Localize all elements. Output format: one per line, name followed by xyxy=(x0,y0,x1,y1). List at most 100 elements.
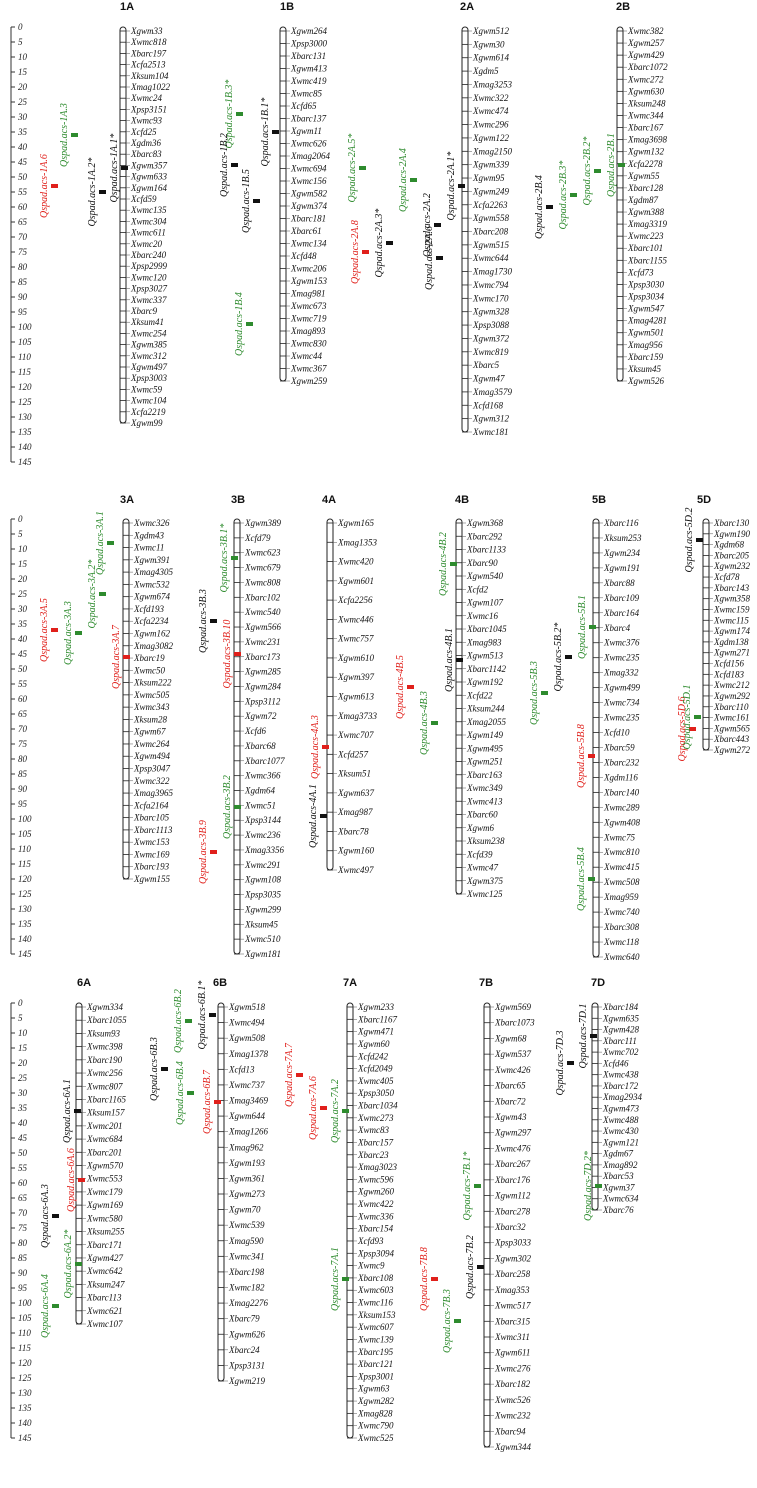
marker-label: Xwmc322 xyxy=(472,93,509,103)
marker-label: Xbarc315 xyxy=(494,1316,531,1326)
marker-label: Xgwm357 xyxy=(130,160,168,170)
marker-label: Xwmc24 xyxy=(130,93,162,103)
marker-label: Xcfd13 xyxy=(228,1064,255,1074)
qtl-bar xyxy=(410,178,417,182)
marker-label: Xwmc446 xyxy=(337,614,374,624)
qtl-bar xyxy=(588,877,595,881)
marker-label: Xwmc212 xyxy=(713,680,750,690)
chromosome-title: 1A xyxy=(120,1,134,13)
marker-label: Xgwm37 xyxy=(602,1182,635,1192)
marker-label: Xwmc673 xyxy=(290,301,327,311)
marker-label: Xwmc474 xyxy=(472,106,509,116)
marker-label: Xmag2064 xyxy=(290,151,330,161)
marker-label: Xbarc1034 xyxy=(357,1101,398,1111)
marker-label: Xwmc139 xyxy=(357,1334,394,1344)
marker-label: Xwmc719 xyxy=(290,314,327,324)
qtl-label: Qspad.acs-3A.2* xyxy=(87,560,98,629)
scale-tick-label: 145 xyxy=(18,457,32,467)
marker-label: Xcfd46 xyxy=(602,1058,629,1068)
qtl-bar xyxy=(78,1178,85,1182)
marker-label: Xksum153 xyxy=(357,1310,396,1320)
marker-label: Xmag4305 xyxy=(133,567,173,577)
scale-tick-label: 10 xyxy=(18,1028,28,1038)
marker-label: Xmag3082 xyxy=(133,641,173,651)
marker-label: Xwmc232 xyxy=(494,1411,531,1421)
marker-label: Xmag892 xyxy=(602,1160,638,1170)
marker-label: Xbarc201 xyxy=(86,1147,122,1157)
qtl-bar xyxy=(210,619,217,623)
marker-label: Xwmc819 xyxy=(472,347,509,357)
qtl-bar xyxy=(589,625,596,629)
marker-label: Xgwm192 xyxy=(466,677,504,687)
marker-label: Xwmc367 xyxy=(290,364,327,374)
marker-label: Xbarc131 xyxy=(290,51,326,61)
chromosome-1B: 1BXgwm264Xpsp3000Xbarc131Xgwm413Xwmc419X… xyxy=(219,1,330,386)
scale-tick-label: 55 xyxy=(18,1163,28,1173)
marker-label: Xgwm630 xyxy=(627,86,665,96)
scale-tick-label: 5 xyxy=(18,529,23,539)
marker-label: Xgwm299 xyxy=(244,904,282,914)
qtl-bar xyxy=(362,250,369,254)
marker-label: Xbarc159 xyxy=(627,352,664,362)
scale-tick-label: 125 xyxy=(18,1373,32,1383)
marker-label: Xbarc443 xyxy=(713,734,750,744)
chromosome-title: 7B xyxy=(479,977,493,989)
marker-label: Xwmc304 xyxy=(130,216,167,226)
marker-label: Xwmc135 xyxy=(130,205,167,215)
marker-label: Xgwm547 xyxy=(627,304,665,314)
marker-label: Xgwm297 xyxy=(494,1128,532,1138)
marker-label: Xgwm11 xyxy=(290,126,322,136)
marker-label: Xwmc107 xyxy=(86,1319,123,1329)
qtl-label: Qspad.acs-4A.1 xyxy=(308,784,319,848)
marker-label: Xwmc83 xyxy=(357,1125,389,1135)
qtl-label: Qspad.acs-5B.1 xyxy=(577,595,588,659)
marker-label: Xwmc182 xyxy=(228,1283,265,1293)
qtl-label: Qspad.acs-1B.3* xyxy=(224,80,235,149)
qtl-bar xyxy=(431,1277,438,1281)
scale-tick-label: 115 xyxy=(18,1343,31,1353)
chromosome-title: 1B xyxy=(280,1,294,13)
marker-label: Xgwm582 xyxy=(290,189,328,199)
marker-label: Xpsp3030 xyxy=(627,279,665,289)
qtl-label: Qspad.acs-5D.6 xyxy=(677,697,688,762)
marker-label: Xbarc130 xyxy=(713,518,750,528)
marker-label: Xwmc344 xyxy=(627,110,664,120)
qtl-label: Qspad.acs-2B.2* xyxy=(582,137,593,206)
marker-label: Xbarc116 xyxy=(603,518,639,528)
marker-label: Xwmc201 xyxy=(86,1121,123,1131)
chromosome-title: 4B xyxy=(455,494,469,506)
marker-label: Xwmc420 xyxy=(337,557,374,567)
qtl-label: Qspad.acs-4B.2 xyxy=(438,532,449,596)
marker-label: Xpsp3000 xyxy=(290,39,328,49)
marker-label: Xwmc276 xyxy=(494,1363,531,1373)
marker-label: Xgwm160 xyxy=(337,846,375,856)
marker-label: Xbarc1167 xyxy=(357,1014,397,1024)
marker-label: Xwmc510 xyxy=(244,934,281,944)
marker-label: Xcfd78 xyxy=(713,572,740,582)
marker-label: Xbarc9 xyxy=(130,306,158,316)
scale-tick-label: 80 xyxy=(18,1238,28,1248)
qtl-label: Qspad.acs-7A.1 xyxy=(330,1247,341,1311)
marker-label: Xcfa2164 xyxy=(133,800,169,810)
qtl-bar xyxy=(342,1109,349,1113)
marker-label: Xbarc94 xyxy=(494,1426,526,1436)
marker-label: Xgwm68 xyxy=(494,1033,527,1043)
marker-label: Xwmc621 xyxy=(86,1306,123,1316)
marker-label: Xwmc118 xyxy=(603,937,639,947)
qtl-label: Qspad.acs-1A.1* xyxy=(109,134,120,203)
marker-label: Xmag2276 xyxy=(228,1298,268,1308)
marker-label: Xwmc256 xyxy=(86,1068,123,1078)
chromosome-bar xyxy=(326,518,334,871)
qtl-bar xyxy=(236,112,243,116)
qtl-bar xyxy=(436,256,443,260)
marker-label: Xwmc336 xyxy=(357,1211,394,1221)
marker-label: Xgwm55 xyxy=(627,171,660,181)
scale-tick-label: 120 xyxy=(18,382,32,392)
marker-label: Xgwm233 xyxy=(357,1002,395,1012)
scale-tick-label: 55 xyxy=(18,187,28,197)
chromosome-bar xyxy=(217,1002,225,1382)
qtl-bar xyxy=(231,556,238,560)
marker-label: Xcfd6 xyxy=(244,726,266,736)
marker-label: Xbarc172 xyxy=(602,1081,639,1091)
scale-tick-label: 100 xyxy=(18,814,32,824)
